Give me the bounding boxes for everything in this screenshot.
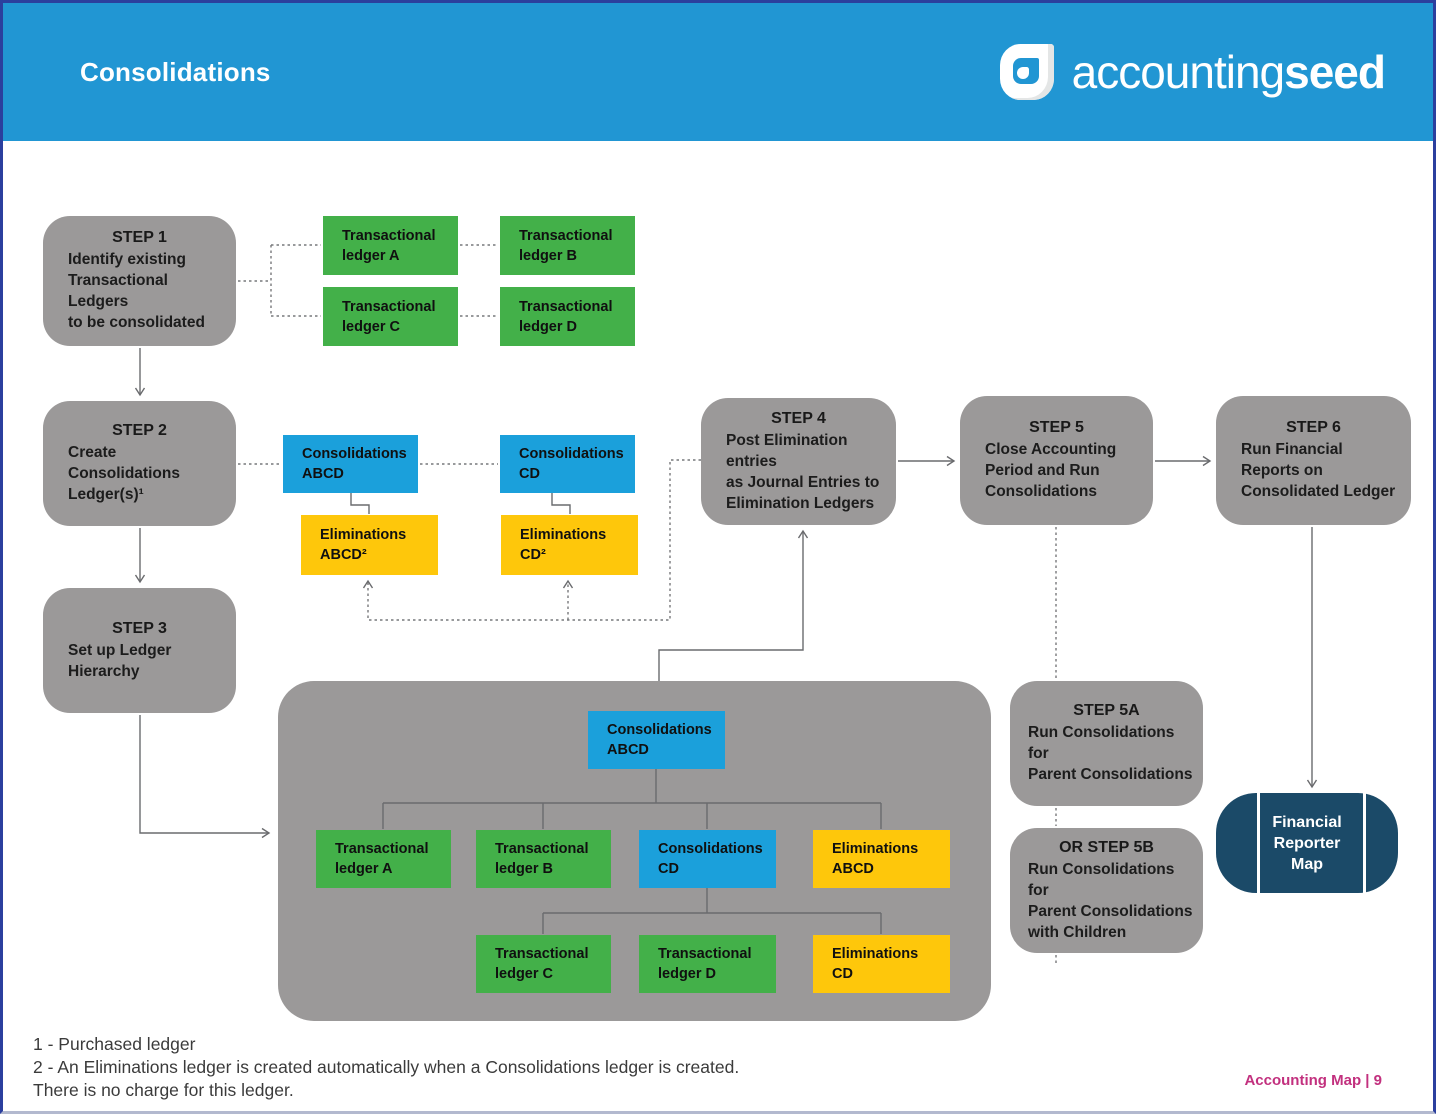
step-4-box: STEP 4 Post Elimination entries as Journ… xyxy=(701,398,896,525)
map-fold-line xyxy=(1257,793,1260,893)
hierarchy-transactional-ledger-b-box: Transactional ledger B xyxy=(476,830,611,888)
step-5a-title: STEP 5A xyxy=(1073,702,1140,719)
step-5-body: Close Accounting Period and Run Consolid… xyxy=(985,441,1117,500)
footnotes: 1 - Purchased ledger 2 - An Eliminations… xyxy=(33,1033,739,1102)
footnote-2: 2 - An Eliminations ledger is created au… xyxy=(33,1057,740,1077)
hierarchy-transactional-ledger-d-box: Transactional ledger D xyxy=(639,935,776,993)
transactional-ledger-c-box: Transactional ledger C xyxy=(323,287,458,346)
step-5b-box: OR STEP 5B Run Consolidations for Parent… xyxy=(1010,828,1203,953)
drop-shape-icon xyxy=(1016,67,1029,79)
step-5a-box: STEP 5A Run Consolidations for Parent Co… xyxy=(1010,681,1203,806)
financial-reporter-map-box: Financial Reporter Map xyxy=(1216,793,1398,893)
step-5-title: STEP 5 xyxy=(1029,419,1084,436)
transactional-ledger-b-box: Transactional ledger B xyxy=(500,216,635,275)
seed-shape-icon xyxy=(1012,58,1039,84)
transactional-ledger-d-box: Transactional ledger D xyxy=(500,287,635,346)
header-bar: Consolidations accountingseed xyxy=(3,3,1433,141)
step-3-title: STEP 3 xyxy=(112,619,167,637)
step-4-body: Post Elimination entries as Journal Entr… xyxy=(726,431,880,512)
step-5a-body: Run Consolidations for Parent Consolidat… xyxy=(1028,724,1193,783)
step-6-title: STEP 6 xyxy=(1286,419,1341,436)
leaf-shape-icon xyxy=(999,44,1054,100)
transactional-ledger-a-box: Transactional ledger A xyxy=(323,216,458,275)
financial-reporter-map-label: Financial Reporter Map xyxy=(1272,813,1342,873)
consolidations-cd-box: Consolidations CD xyxy=(500,435,635,493)
hierarchy-eliminations-abcd-box: Eliminations ABCD xyxy=(813,830,950,888)
step-2-body: Create Consolidations Ledger(s)¹ xyxy=(68,444,180,503)
step-1-box: STEP 1 Identify existing Transactional L… xyxy=(43,216,236,346)
map-fold-line xyxy=(1363,793,1366,893)
brand-wordmark-bold: seed xyxy=(1284,46,1386,98)
page-title: Consolidations xyxy=(80,56,271,87)
step-5-box: STEP 5 Close Accounting Period and Run C… xyxy=(960,396,1153,525)
step-4-title: STEP 4 xyxy=(771,409,826,427)
accounting-seed-logo: accountingseed xyxy=(999,44,1386,100)
eliminations-abcd-box: Eliminations ABCD² xyxy=(301,515,438,575)
step-5b-title: OR STEP 5B xyxy=(1059,838,1154,856)
arrow-hierarchy-step4 xyxy=(658,529,809,681)
hierarchy-consolidations-cd-box: Consolidations CD xyxy=(639,830,776,888)
step-2-box: STEP 2 Create Consolidations Ledger(s)¹ xyxy=(43,401,236,526)
brand-wordmark-light: accounting xyxy=(1071,46,1285,98)
wire-consABCD-elimABCD xyxy=(350,493,370,514)
arrow-step3-hierarchy xyxy=(139,715,271,839)
step-1-body: Identify existing Transactional Ledgers … xyxy=(68,251,205,331)
hierarchy-transactional-ledger-c-box: Transactional ledger C xyxy=(476,935,611,993)
step-3-box: STEP 3 Set up Ledger Hierarchy xyxy=(43,588,236,713)
page-number-label: Accounting Map | 9 xyxy=(1244,1072,1382,1089)
wire-consCD-elimCD xyxy=(551,493,571,514)
footnote-2-continued: There is no charge for this ledger. xyxy=(33,1080,294,1100)
consolidations-abcd-box: Consolidations ABCD xyxy=(283,435,418,493)
footnote-1: 1 - Purchased ledger xyxy=(33,1034,196,1054)
hierarchy-transactional-ledger-a-box: Transactional ledger A xyxy=(316,830,451,888)
brand-wordmark: accountingseed xyxy=(1071,46,1386,98)
step-3-body: Set up Ledger Hierarchy xyxy=(68,641,172,680)
step-6-body: Run Financial Reports on Consolidated Le… xyxy=(1241,441,1396,500)
hierarchy-eliminations-cd-box: Eliminations CD xyxy=(813,935,950,993)
hierarchy-consolidations-abcd-box: Consolidations ABCD xyxy=(588,711,725,769)
eliminations-cd-box: Eliminations CD² xyxy=(501,515,638,575)
step-2-title: STEP 2 xyxy=(112,422,167,439)
seed-leaf-icon xyxy=(999,44,1054,100)
step-1-title: STEP 1 xyxy=(112,229,167,246)
step-5b-body: Run Consolidations for Parent Consolidat… xyxy=(1028,860,1193,941)
step-6-box: STEP 6 Run Financial Reports on Consolid… xyxy=(1216,396,1411,525)
